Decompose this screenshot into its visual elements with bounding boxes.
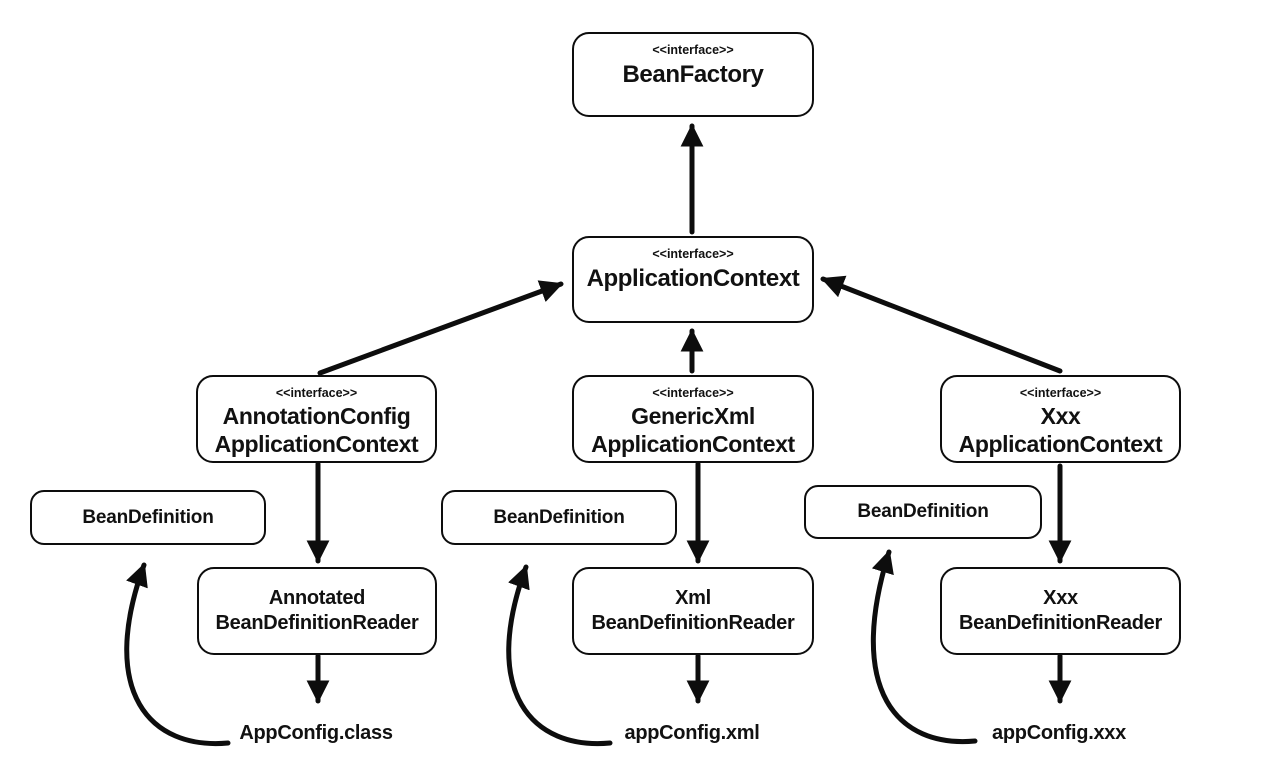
node-bean-factory: <<interface>> BeanFactory: [572, 32, 814, 117]
node-name-label: GenericXml: [631, 402, 755, 429]
node-xxx-bean-definition-reader: Xxx BeanDefinitionReader: [940, 567, 1181, 655]
node-name-label: ApplicationContext: [214, 431, 419, 458]
node-application-context: <<interface>> ApplicationContext: [572, 236, 814, 323]
node-name-label: ApplicationContext: [958, 431, 1163, 458]
node-xxx-application-context: <<interface>> Xxx ApplicationContext: [940, 375, 1181, 463]
curved-arrow-appconfigxml-to-beandefinition: [506, 564, 613, 747]
stereotype-label: <<interface>>: [1019, 386, 1102, 400]
file-label-appconfig-xxx: appConfig.xxx: [992, 722, 1126, 744]
stereotype-label: <<interface>>: [652, 247, 734, 261]
stereotype-label: <<interface>>: [652, 386, 734, 400]
node-name-label: BeanDefinition: [82, 506, 214, 528]
node-name-label: ApplicationContext: [586, 264, 800, 292]
node-name-label: Xxx: [1043, 587, 1078, 609]
node-name-label: BeanDefinitionReader: [215, 612, 419, 634]
curved-arrow-appconfigclass-to-beandefinition: [124, 562, 231, 747]
node-name-label: AnnotationConfig: [222, 402, 411, 429]
node-name-label: BeanDefinition: [493, 506, 625, 528]
node-name-label: Annotated: [268, 587, 366, 609]
node-name-label: BeanDefinition: [857, 501, 989, 523]
arrow-annotationconfig-to-applicationcontext: [317, 280, 564, 376]
node-name-label: Xxx: [1040, 402, 1081, 429]
node-name-label: ApplicationContext: [591, 431, 795, 458]
node-bean-definition-left: BeanDefinition: [30, 490, 266, 545]
node-xml-bean-definition-reader: Xml BeanDefinitionReader: [572, 567, 814, 655]
node-bean-definition-middle: BeanDefinition: [441, 490, 677, 545]
node-bean-definition-right: BeanDefinition: [804, 485, 1042, 539]
node-generic-xml-application-context: <<interface>> GenericXml ApplicationCont…: [572, 375, 814, 463]
node-name-label: Xml: [675, 587, 711, 609]
stereotype-label: <<interface>>: [652, 43, 734, 57]
node-name-label: BeanDefinitionReader: [591, 612, 795, 634]
arrow-xxxcontext-to-applicationcontext: [820, 275, 1063, 374]
stereotype-label: <<interface>>: [275, 386, 358, 400]
node-name-label: BeanDefinitionReader: [959, 612, 1162, 634]
file-label-appconfig-xml: appConfig.xml: [624, 722, 760, 744]
curved-arrow-appconfigxxx-to-beandefinition: [870, 549, 978, 745]
node-name-label: BeanFactory: [622, 60, 764, 88]
node-annotation-config-application-context: <<interface>> AnnotationConfig Applicati…: [196, 375, 437, 463]
node-annotated-bean-definition-reader: Annotated BeanDefinitionReader: [197, 567, 437, 655]
file-label-appconfig-class: AppConfig.class: [239, 722, 393, 744]
